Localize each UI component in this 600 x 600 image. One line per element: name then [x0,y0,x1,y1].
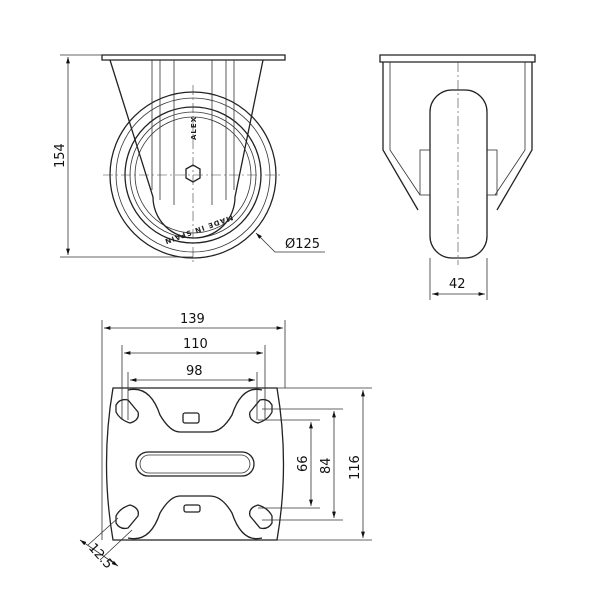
dim-hole-spacing-inner-y: 66 [296,455,311,472]
side-wheel [429,89,488,259]
brand-marking: ALEX [190,116,198,140]
dim-wheel-width: 42 [449,277,466,292]
dim-plate-length: 139 [180,312,205,327]
dim-slot-width: 12.5 [85,541,116,573]
dim-hole-spacing-inner-x: 98 [186,364,203,379]
mounting-slots [115,398,273,530]
front-view: ALEX MADE IN SPAIN 154 Ø125 [53,54,325,262]
dim-hole-spacing-outer-y: 84 [319,457,334,474]
fork [109,59,264,239]
nut-top [182,412,200,424]
dim-plate-width: 116 [348,455,363,480]
center-slot [135,451,255,477]
nut-bottom [183,504,201,513]
bottom-view: 139 110 98 116 84 66 12.5 [79,312,372,573]
dim-wheel-diameter: Ø125 [285,237,320,252]
dim-hole-spacing-outer-x: 110 [183,337,208,352]
dim-height: 154 [53,143,68,168]
top-plate [101,54,286,61]
side-top-plate [379,54,536,63]
side-view: 42 [379,54,536,300]
